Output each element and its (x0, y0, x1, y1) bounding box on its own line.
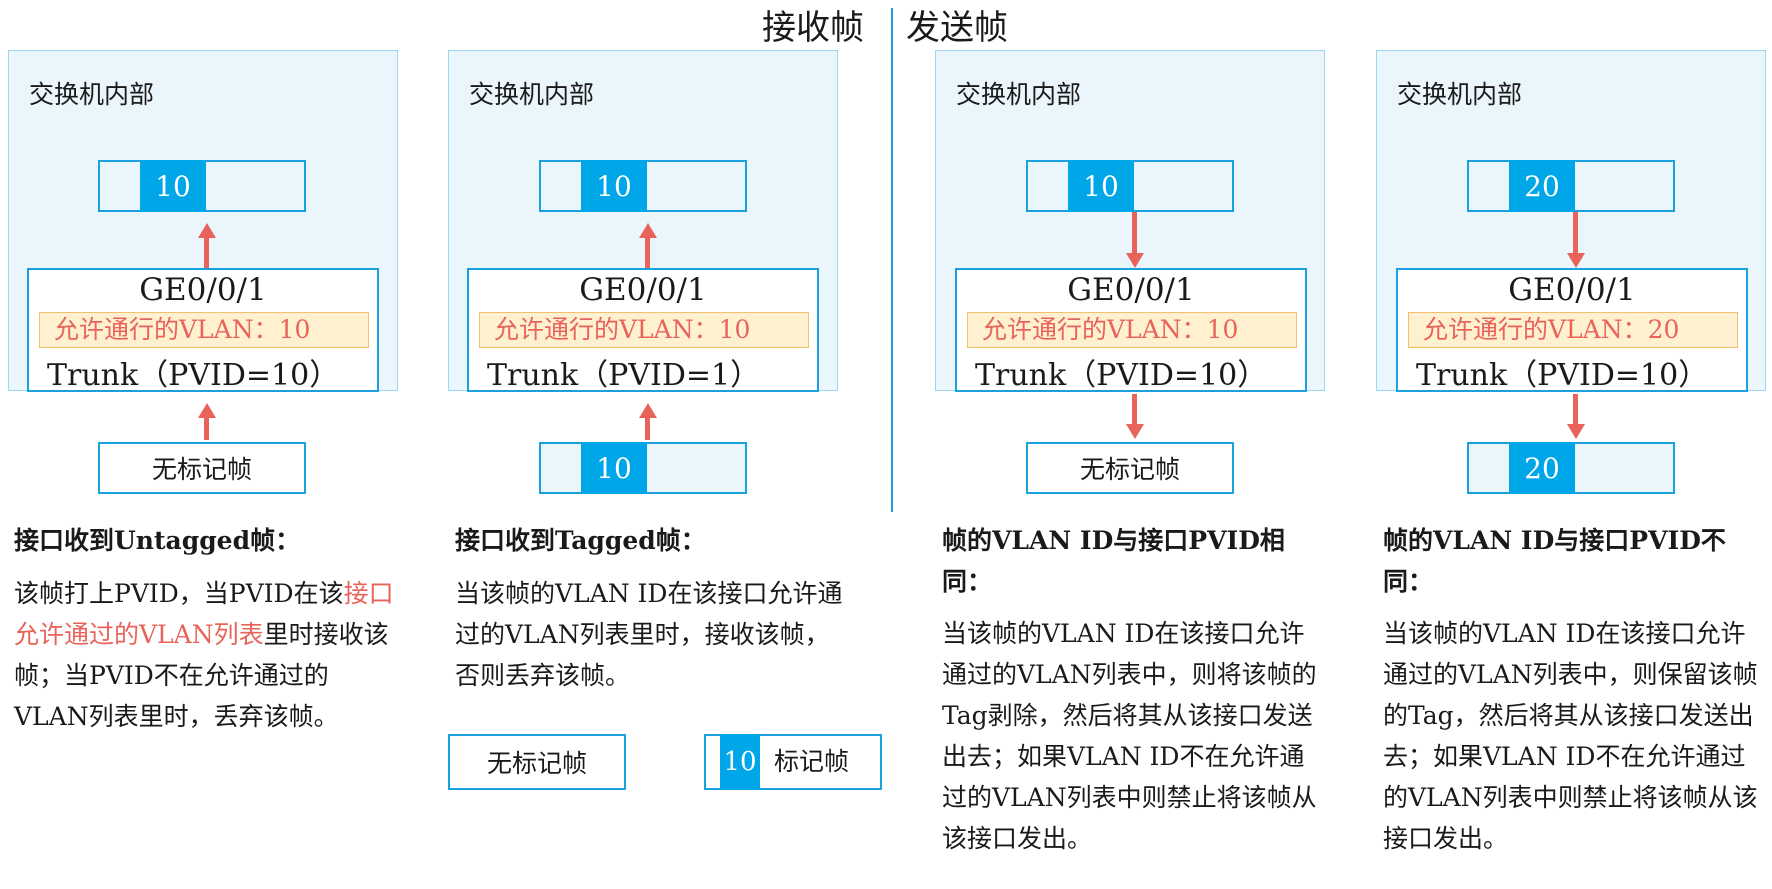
vlan-tag: 10 (1068, 160, 1134, 212)
trunk-pvid: Trunk（PVID=10） (975, 358, 1268, 393)
port-box-2: GE0/0/1 允许通行的VLAN：10 Trunk（PVID=1） (467, 268, 819, 393)
arrow-down-shaft (1573, 212, 1578, 255)
outgoing-tagged-frame: 20 (1467, 442, 1675, 494)
description-text-1: 该帧打上PVID，当PVID在该接口允许通过的VLAN列表里时接收该帧；当PVI… (14, 573, 399, 737)
panel-label: 交换机内部 (956, 80, 1082, 109)
arrow-up-shaft (204, 238, 209, 268)
vlan-tag: 10 (581, 160, 647, 212)
allowed-vlan: 允许通行的VLAN：20 (1408, 312, 1738, 348)
description-text-part: 该帧打上PVID，当PVID在该 (14, 579, 344, 608)
arrow-up-icon (198, 223, 216, 238)
vlan-tag: 10 (581, 442, 647, 494)
arrow-down-icon (1567, 424, 1585, 439)
description-text-4: 当该帧的VLAN ID在该接口允许通过的VLAN列表中，则保留该帧的Tag，然后… (1383, 619, 1758, 853)
legend-tagged-label: 标记帧 (774, 747, 850, 776)
allowed-vlan: 允许通行的VLAN：10 (39, 312, 369, 348)
vlan-tag: 20 (1509, 442, 1575, 494)
description-highlight: 接口允许通过的VLAN列表 (14, 579, 394, 649)
panel-label: 交换机内部 (29, 80, 155, 109)
legend-tagged: 10 标记帧 (704, 734, 882, 790)
arrow-down-shaft (1132, 212, 1137, 255)
legend-tag: 10 (720, 734, 760, 790)
arrow-up-shaft (645, 418, 650, 440)
vlan-tag: 20 (1509, 160, 1575, 212)
port-box-3: GE0/0/1 允许通行的VLAN：10 Trunk（PVID=10） (955, 268, 1307, 393)
arrow-up-shaft (645, 238, 650, 268)
section-divider (891, 8, 893, 512)
port-name: GE0/0/1 (1508, 272, 1636, 308)
arrow-down-icon (1126, 253, 1144, 268)
arrow-up-shaft (204, 418, 209, 440)
description-text-part: 里时接收该帧；当PVID不在允许通过的VLAN列表里时，丢弃该帧。 (14, 620, 389, 731)
outgoing-untagged-frame: 无标记帧 (1026, 442, 1234, 494)
incoming-tagged-frame: 10 (539, 442, 747, 494)
inner-frame-3: 10 (1026, 160, 1234, 212)
description-heading-2: 接口收到Tagged帧： (455, 526, 706, 555)
vlan-tag: 10 (140, 160, 206, 212)
description-heading-4: 帧的VLAN ID与接口PVID不同： (1383, 526, 1726, 596)
arrow-up-icon (639, 403, 657, 418)
port-box-1: GE0/0/1 允许通行的VLAN：10 Trunk（PVID=10） (27, 268, 379, 393)
arrow-down-icon (1126, 424, 1144, 439)
arrow-down-shaft (1573, 394, 1578, 426)
port-name: GE0/0/1 (1067, 272, 1195, 308)
arrow-up-icon (639, 223, 657, 238)
trunk-pvid: Trunk（PVID=1） (487, 358, 761, 393)
port-box-4: GE0/0/1 允许通行的VLAN：20 Trunk（PVID=10） (1396, 268, 1748, 393)
description-heading-1: 接口收到Untagged帧： (14, 526, 301, 555)
arrow-down-shaft (1132, 394, 1137, 426)
arrow-down-icon (1567, 253, 1585, 268)
receive-frame-title: 接收帧 (762, 8, 864, 48)
send-frame-title: 发送帧 (906, 8, 1008, 48)
panel-label: 交换机内部 (469, 80, 595, 109)
inner-frame-2: 10 (539, 160, 747, 212)
allowed-vlan: 允许通行的VLAN：10 (967, 312, 1297, 348)
port-name: GE0/0/1 (579, 272, 707, 308)
trunk-pvid: Trunk（PVID=10） (47, 358, 340, 393)
description-text-3: 当该帧的VLAN ID在该接口允许通过的VLAN列表中，则将该帧的Tag剥除，然… (942, 619, 1317, 853)
legend-untagged: 无标记帧 (448, 734, 626, 790)
port-name: GE0/0/1 (139, 272, 267, 308)
panel-label: 交换机内部 (1397, 80, 1523, 109)
description-heading-3: 帧的VLAN ID与接口PVID相同： (942, 526, 1285, 596)
description-text-2: 当该帧的VLAN ID在该接口允许通过的VLAN列表里时，接收该帧，否则丢弃该帧… (455, 579, 843, 690)
inner-frame-1: 10 (98, 160, 306, 212)
allowed-vlan: 允许通行的VLAN：10 (479, 312, 809, 348)
inner-frame-4: 20 (1467, 160, 1675, 212)
arrow-up-icon (198, 403, 216, 418)
incoming-untagged-frame: 无标记帧 (98, 442, 306, 494)
trunk-pvid: Trunk（PVID=10） (1416, 358, 1709, 393)
